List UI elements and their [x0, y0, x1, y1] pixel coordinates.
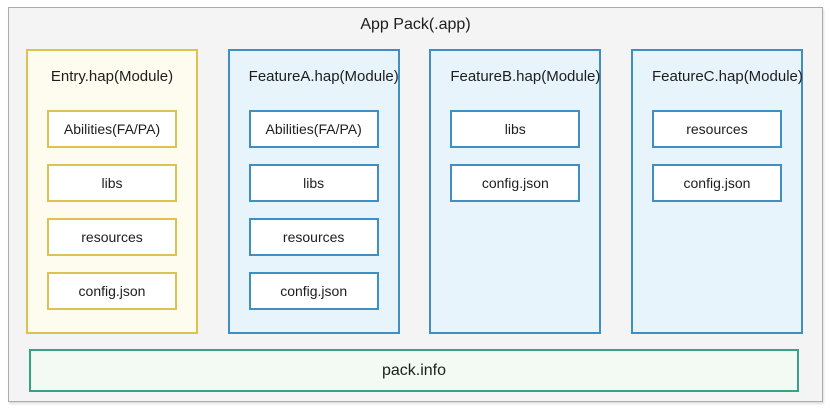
- module-item-resources: resources: [651, 110, 782, 148]
- module-entry-title: Entry.hap(Module): [50, 68, 174, 85]
- pack-info-bar: pack.info: [29, 349, 799, 392]
- module-entry-hap: Entry.hap(Module) Abilities(FA/PA) libs …: [26, 49, 198, 334]
- module-item-config-json: config.json: [450, 164, 581, 202]
- module-item-config-json: config.json: [651, 164, 782, 202]
- module-featurec-title: FeatureC.hap(Module): [651, 68, 803, 85]
- module-item-libs: libs: [47, 164, 177, 202]
- pack-info-label: pack.info: [381, 361, 447, 379]
- module-item-resources: resources: [47, 218, 177, 256]
- app-pack-container: App Pack(.app) Entry.hap(Module) Abiliti…: [8, 7, 823, 402]
- app-pack-title: App Pack(.app): [360, 16, 471, 33]
- module-item-libs: libs: [248, 164, 379, 202]
- module-item-config-json: config.json: [248, 272, 379, 310]
- module-item-abilities: Abilities(FA/PA): [47, 110, 177, 148]
- module-featurea-title: FeatureA.hap(Module): [248, 68, 399, 85]
- module-item-libs: libs: [450, 110, 581, 148]
- module-item-config-json: config.json: [47, 272, 177, 310]
- module-featurec-hap: FeatureC.hap(Module) resources config.js…: [630, 49, 803, 334]
- module-featureb-hap: FeatureB.hap(Module) libs config.json: [429, 49, 602, 334]
- module-featureb-title: FeatureB.hap(Module): [450, 68, 601, 85]
- module-item-abilities: Abilities(FA/PA): [248, 110, 379, 148]
- module-featurea-hap: FeatureA.hap(Module) Abilities(FA/PA) li…: [227, 49, 400, 334]
- modules-row: Entry.hap(Module) Abilities(FA/PA) libs …: [26, 49, 803, 334]
- module-item-resources: resources: [248, 218, 379, 256]
